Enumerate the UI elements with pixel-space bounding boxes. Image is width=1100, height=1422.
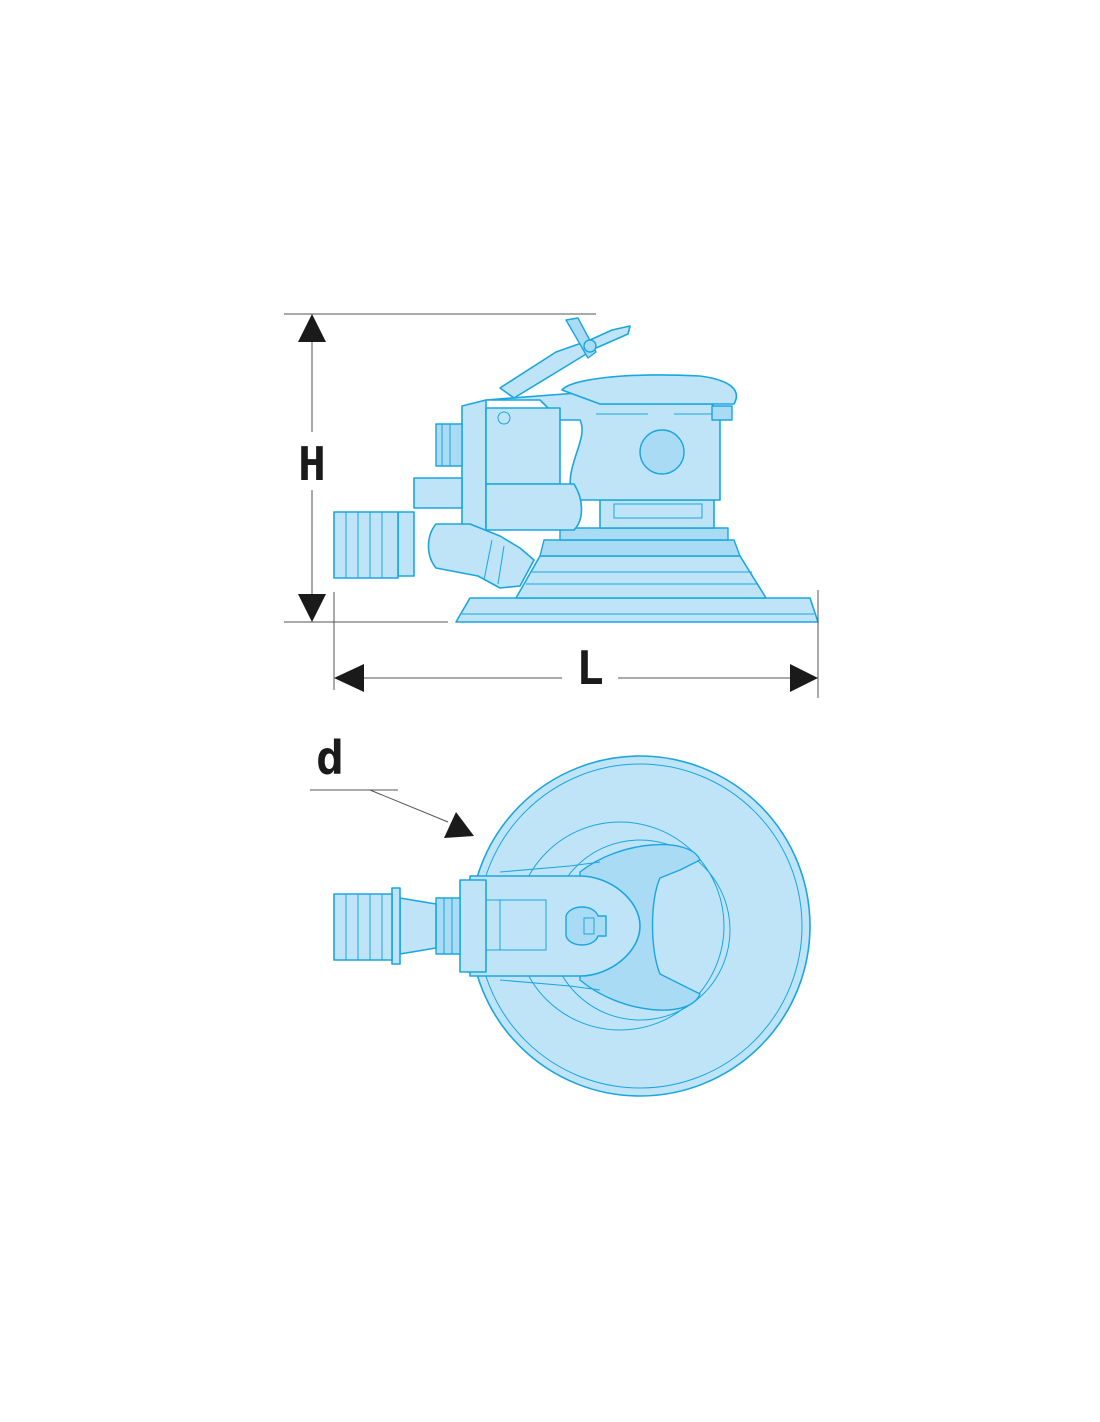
length-label: L	[576, 641, 604, 695]
top-view-sander	[333, 755, 811, 1097]
height-arrow-top	[298, 314, 326, 342]
height-dimension: H	[284, 313, 596, 623]
length-dimension: L	[333, 590, 819, 698]
height-arrow-bottom	[298, 594, 326, 622]
diameter-arrow	[444, 812, 474, 838]
length-arrow-right	[790, 664, 818, 692]
side-view-sander	[333, 317, 819, 623]
length-arrow-left	[334, 664, 364, 692]
height-label: H	[298, 437, 326, 491]
diameter-dimension: d	[310, 731, 474, 838]
diameter-label: d	[316, 731, 344, 785]
